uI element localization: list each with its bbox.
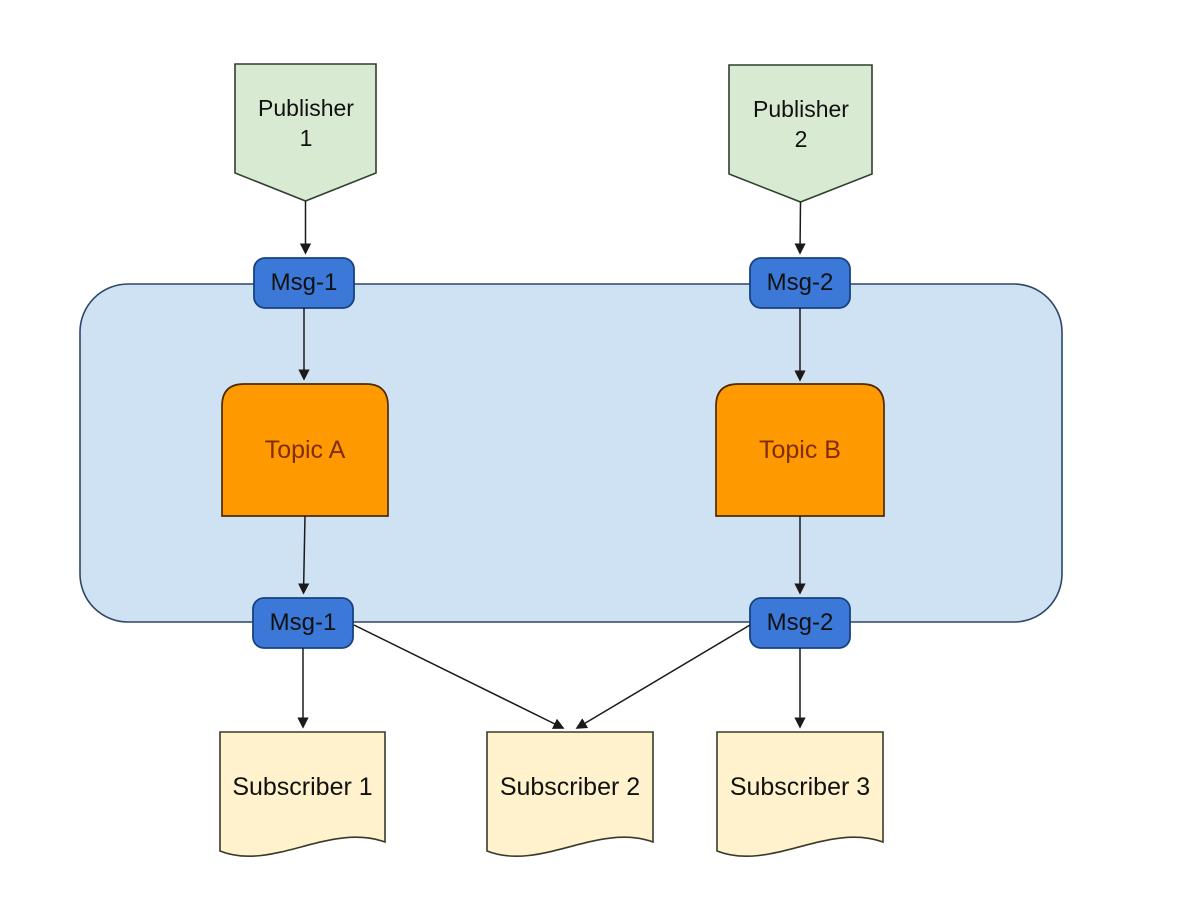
topic-a-shape: [221, 383, 389, 517]
edge-publisher2-to-msg2: [794, 201, 806, 255]
msg-1-incoming-shape: [253, 257, 355, 309]
publisher-1-shape: [234, 63, 377, 202]
broker-container-shape: [79, 283, 1063, 623]
publisher-2-shape: [728, 64, 873, 203]
topic-b-shape: [715, 383, 885, 517]
msg-1-outgoing-shape: [252, 597, 354, 649]
msg-2-outgoing-shape: [749, 597, 851, 649]
edge-msg1out-to-subscriber2: [353, 624, 565, 729]
subscriber-2-shape: [486, 731, 654, 857]
subscriber-3-shape: [716, 731, 884, 857]
subscriber-1-shape: [219, 731, 386, 857]
edge-msg2out-to-subscriber2: [575, 624, 751, 729]
msg-2-incoming-shape: [749, 257, 851, 309]
edge-topicA-to-msg1out: [298, 515, 310, 595]
